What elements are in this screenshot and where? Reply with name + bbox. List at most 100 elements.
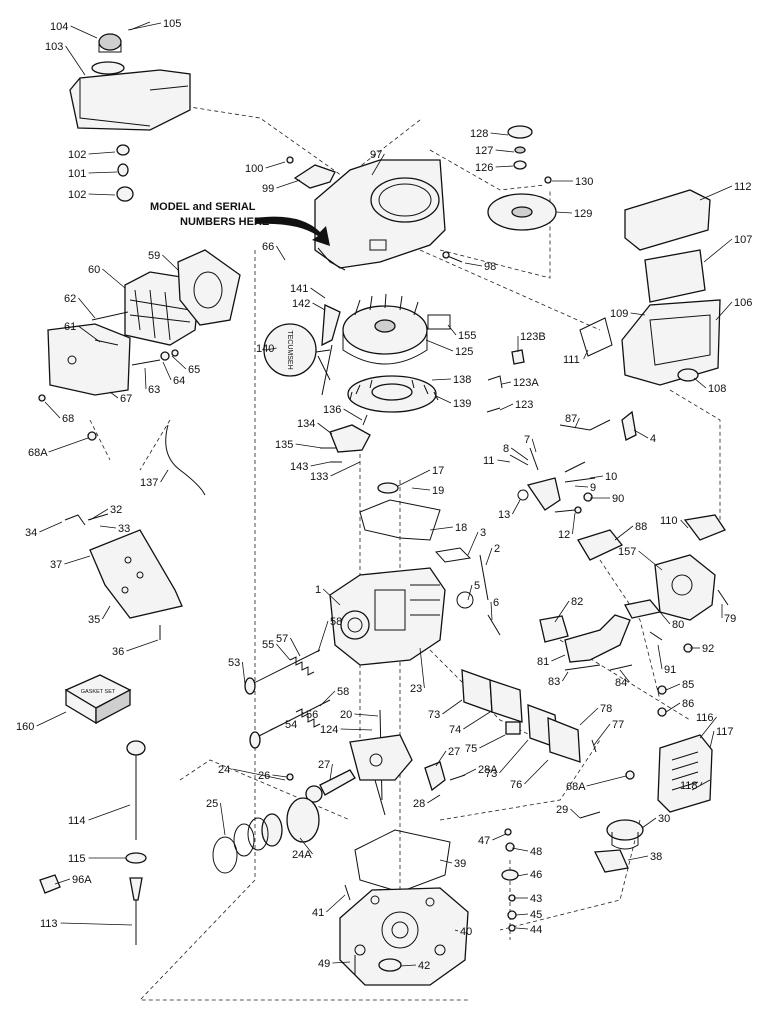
part-label-98: 98 xyxy=(484,261,496,273)
part-label-81: 81 xyxy=(537,656,549,668)
leader-line-48 xyxy=(511,847,529,852)
part-label-92: 92 xyxy=(702,643,714,655)
ignition-module xyxy=(320,414,371,463)
part-label-88: 88 xyxy=(635,521,647,533)
leader-line-47 xyxy=(492,833,507,841)
leader-line-36 xyxy=(126,639,159,652)
leader-line-118 xyxy=(700,781,703,786)
leader-line-108 xyxy=(693,377,707,389)
leader-line-75 xyxy=(479,734,506,749)
leader-line-141 xyxy=(310,287,326,299)
leader-line-116 xyxy=(699,716,717,739)
leader-line-160 xyxy=(36,711,67,727)
part-label-37: 37 xyxy=(50,559,62,571)
muffler xyxy=(591,685,713,813)
leader-line-80 xyxy=(659,611,671,625)
crankcase xyxy=(329,567,446,666)
part-label-138: 138 xyxy=(453,374,471,386)
leader-line-139 xyxy=(435,395,452,404)
part-label-42: 42 xyxy=(418,960,430,972)
leader-line-84 xyxy=(619,669,630,683)
leader-line-82 xyxy=(554,600,570,623)
leader-line-98 xyxy=(464,262,483,267)
leader-line-124 xyxy=(340,728,373,731)
part-label-2: 2 xyxy=(494,543,500,555)
part-label-27b: 27 xyxy=(448,746,460,758)
leader-line-67 xyxy=(109,391,119,399)
leader-line-29 xyxy=(570,808,581,819)
leader-line-110 xyxy=(680,519,689,529)
leader-line-24A xyxy=(299,837,313,855)
leader-line-87 xyxy=(574,417,580,429)
part-label-79: 79 xyxy=(724,613,736,625)
part-label-20: 20 xyxy=(340,709,352,721)
part-label-61: 61 xyxy=(64,321,76,333)
leader-line-26 xyxy=(272,774,288,778)
leader-line-68A2 xyxy=(586,775,627,787)
part-label-135: 135 xyxy=(275,439,293,451)
part-label-103: 103 xyxy=(45,41,63,53)
leader-line-41 xyxy=(326,894,346,913)
leader-line-62 xyxy=(78,297,96,319)
leader-line-64 xyxy=(162,361,172,381)
leader-line-63 xyxy=(144,367,147,390)
part-label-104: 104 xyxy=(50,21,68,33)
part-label-68A2: 68A xyxy=(566,781,586,793)
bolt-41 xyxy=(344,884,351,901)
part-label-25: 25 xyxy=(206,798,218,810)
piston-assembly xyxy=(212,773,320,874)
part-17 xyxy=(377,482,399,494)
leader-line-88 xyxy=(614,525,634,541)
part-label-49: 49 xyxy=(318,958,330,970)
part-label-68: 68 xyxy=(62,413,74,425)
mounting-flange xyxy=(339,829,469,986)
shroud-cap xyxy=(286,156,336,189)
leader-line-60 xyxy=(102,268,126,289)
screw-98 xyxy=(442,251,463,263)
leader-line-78 xyxy=(579,707,599,726)
leader-line-133 xyxy=(330,461,361,477)
part-label-127: 127 xyxy=(475,145,493,157)
control-bracket xyxy=(64,513,183,640)
part-label-59: 59 xyxy=(148,250,160,262)
part-label-142: 142 xyxy=(292,298,310,310)
leader-line-49 xyxy=(332,961,351,964)
leader-line-42 xyxy=(399,964,417,967)
part-label-115: 115 xyxy=(68,853,86,865)
part-label-124: 124 xyxy=(320,724,338,736)
leader-line-9 xyxy=(574,485,589,488)
leader-line-117 xyxy=(709,730,715,749)
part-label-74: 74 xyxy=(449,724,461,736)
part-label-6: 6 xyxy=(493,597,499,609)
cam-lever xyxy=(424,761,466,801)
ignition-parts xyxy=(263,304,341,396)
leader-line-134 xyxy=(317,422,333,435)
tecumseh-decal: TECUMSEH xyxy=(286,330,293,369)
part-label-114: 114 xyxy=(68,815,86,827)
part-label-141: 141 xyxy=(290,283,308,295)
leader-line-32 xyxy=(89,508,109,521)
part-label-160: 160 xyxy=(16,721,34,733)
leader-line-39 xyxy=(439,859,453,864)
callout-line-1: MODEL and SERIAL xyxy=(150,201,256,213)
part-label-39: 39 xyxy=(454,858,466,870)
leader-line-73 xyxy=(442,699,463,715)
head-bolts xyxy=(91,311,179,366)
model-serial-callout xyxy=(255,216,330,246)
part-label-140: 140 xyxy=(256,343,274,355)
fuel-tank-group xyxy=(69,21,191,131)
leader-line-137 xyxy=(160,469,169,483)
leader-line-58b xyxy=(319,690,336,707)
part-label-100: 100 xyxy=(245,163,263,175)
leader-line-46 xyxy=(516,873,529,877)
part-label-27: 27 xyxy=(318,759,330,771)
leader-line-30 xyxy=(641,817,657,829)
small-fasteners xyxy=(486,349,525,413)
part-label-4: 4 xyxy=(650,433,656,445)
part-label-7: 7 xyxy=(524,434,530,446)
part-label-82: 82 xyxy=(571,596,583,608)
crankshaft xyxy=(349,709,413,816)
part-label-157: 157 xyxy=(618,546,636,558)
starter-parts xyxy=(487,125,557,231)
part-label-19: 19 xyxy=(432,485,444,497)
